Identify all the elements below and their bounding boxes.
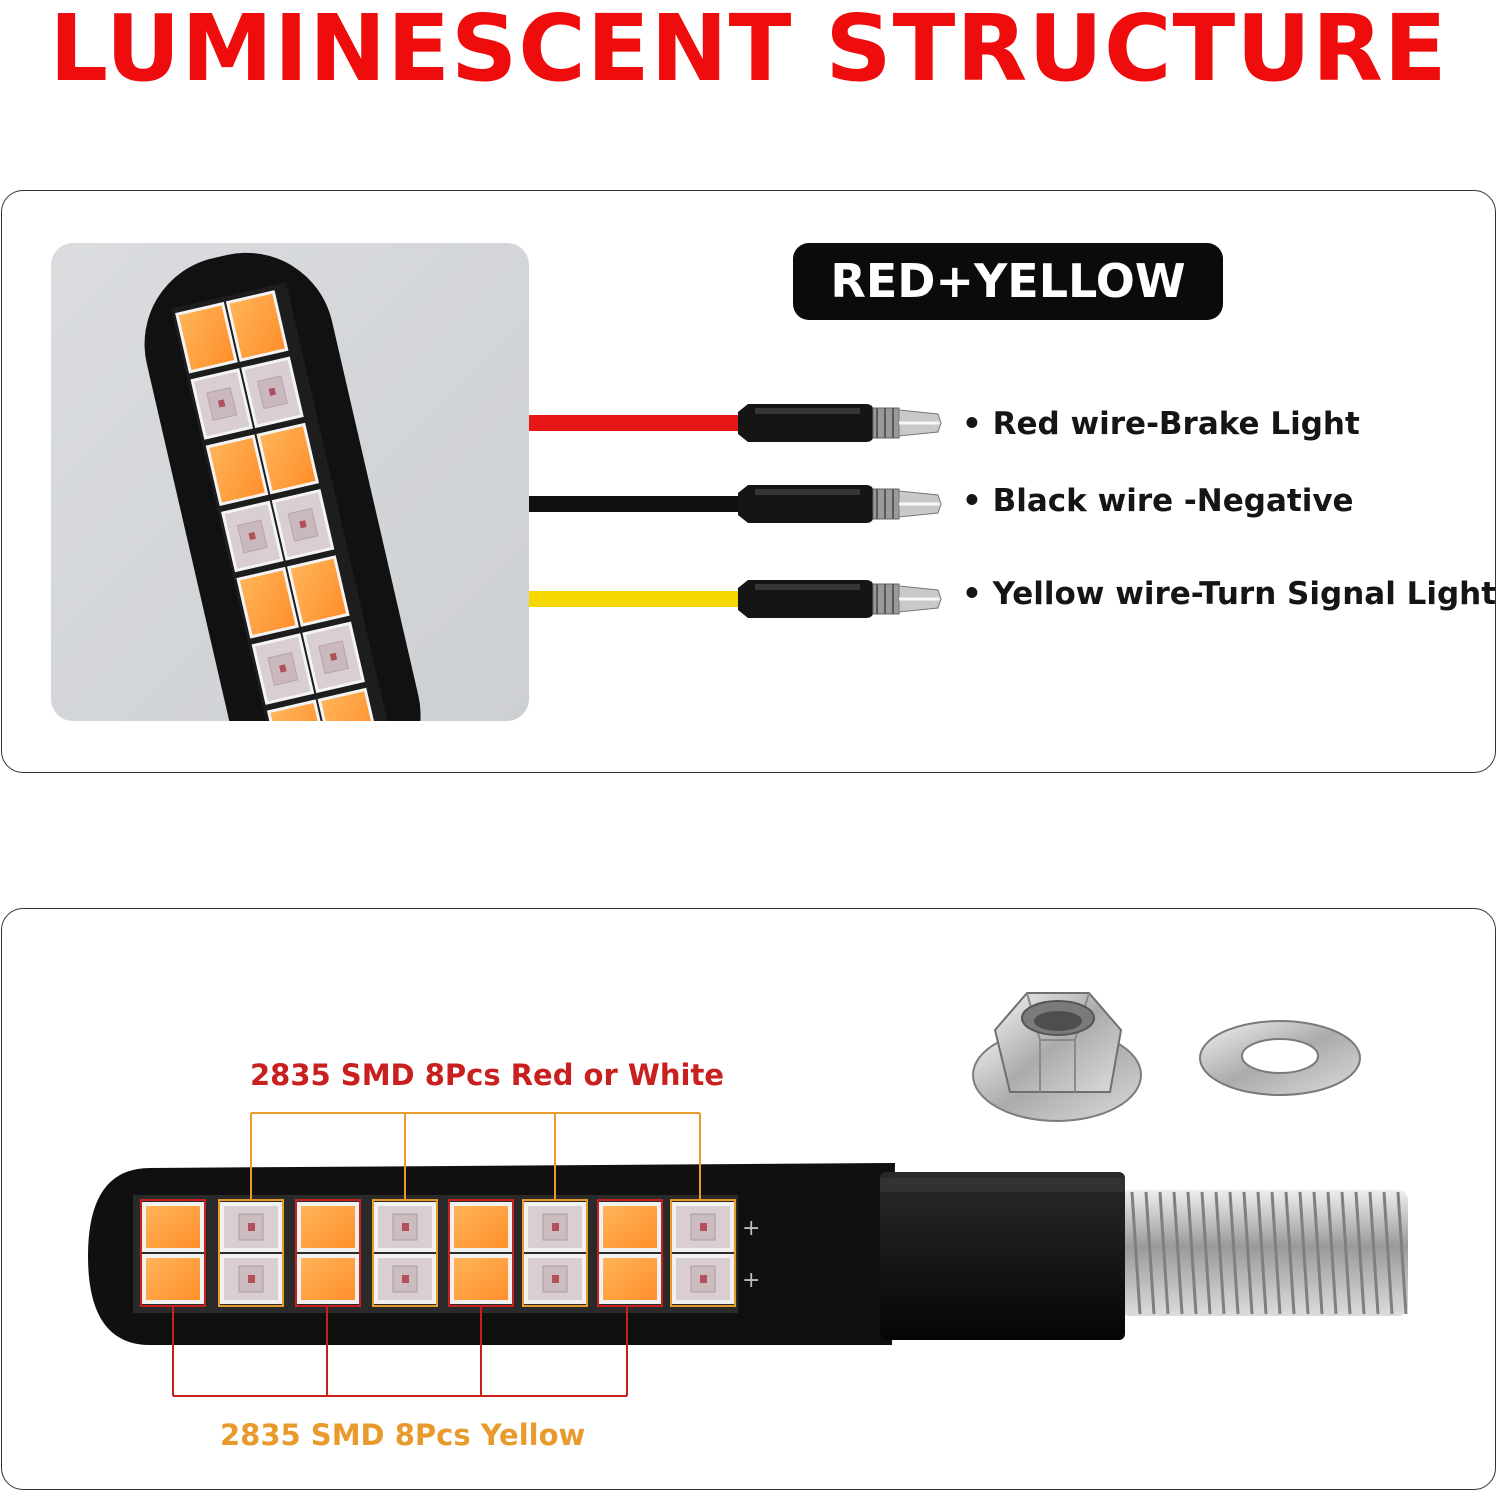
red-wire-label: • Red wire-Brake Light: [962, 406, 1360, 442]
thread-groove: [1256, 1191, 1268, 1315]
sleeve-highlight: [755, 584, 860, 590]
yellow-smd-box: [597, 1199, 663, 1307]
yellow-wire-label: • Yellow wire-Turn Signal Light: [962, 576, 1497, 612]
white-led-chip: [402, 1223, 409, 1231]
amber-led: [301, 1258, 355, 1300]
strip-amber-led: [259, 426, 316, 491]
white-led-chip: [248, 1275, 255, 1283]
strip-led-chip: [217, 399, 226, 408]
wire-1: [529, 496, 744, 512]
white-led-die: [392, 1213, 418, 1241]
thread-groove: [1340, 1191, 1352, 1315]
washer: [1199, 1020, 1361, 1096]
thread-groove: [1144, 1191, 1156, 1315]
thread-groove: [1312, 1191, 1324, 1315]
black-wire-label: • Black wire -Negative: [962, 483, 1354, 519]
thread-groove: [1396, 1191, 1408, 1315]
amber-led: [146, 1206, 200, 1248]
thread-groove: [1158, 1191, 1170, 1315]
white-led-die: [690, 1265, 716, 1293]
thread-groove: [1382, 1191, 1394, 1315]
white-led-chip: [248, 1223, 255, 1231]
flange-nut: [972, 992, 1142, 1122]
thread-groove: [1242, 1191, 1254, 1315]
white-led-chip: [402, 1275, 409, 1283]
strip-amber-led: [321, 691, 377, 721]
color-badge: RED+YELLOW: [793, 243, 1223, 320]
white-led-chip: [552, 1223, 559, 1231]
amber-led: [603, 1206, 657, 1248]
wire-2: [529, 591, 744, 607]
thread-groove: [1270, 1191, 1282, 1315]
polarity-plus-bottom: +: [742, 1268, 760, 1293]
threaded-bolt: [1120, 1190, 1408, 1316]
thread-groove: [1354, 1191, 1366, 1315]
polarity-plus-top: +: [742, 1216, 760, 1241]
sleeve-highlight: [755, 489, 860, 495]
thread-groove: [1298, 1191, 1310, 1315]
strip-amber-led: [239, 570, 296, 635]
strip-amber-led: [290, 558, 347, 624]
strip-led-chip: [279, 664, 287, 673]
white-led-chip: [552, 1275, 559, 1283]
strip-amber-led: [270, 703, 326, 721]
strip-led-chip: [248, 531, 256, 541]
thread-groove: [1326, 1191, 1338, 1315]
yellow-smd-label: 2835 SMD 8Pcs Yellow: [220, 1418, 586, 1452]
amber-led: [603, 1258, 657, 1300]
thread-groove: [1172, 1191, 1184, 1315]
strip-led-chip: [329, 652, 338, 661]
strip-amber-led: [178, 305, 235, 370]
strip-led-chip: [268, 387, 277, 396]
thread-groove: [1228, 1191, 1240, 1315]
thread-groove: [1200, 1191, 1212, 1315]
red-white-smd-box: [670, 1199, 736, 1307]
thread-groove: [1368, 1191, 1380, 1315]
sleeve-highlight: [755, 408, 860, 414]
page-title: LUMINESCENT STRUCTURE: [49, 0, 1448, 102]
thread-groove: [1284, 1191, 1296, 1315]
amber-led: [301, 1206, 355, 1248]
strip-amber-led: [209, 437, 265, 503]
white-led-chip: [700, 1275, 707, 1283]
amber-led: [146, 1258, 200, 1300]
strip-amber-led: [229, 293, 285, 359]
wire-0: [529, 415, 744, 431]
white-led-chip: [700, 1223, 707, 1231]
amber-led: [454, 1206, 508, 1248]
white-led-die: [542, 1213, 568, 1241]
thread-groove: [1214, 1191, 1226, 1315]
thread-groove: [1130, 1191, 1142, 1315]
red-white-smd-label: 2835 SMD 8Pcs Red or White: [250, 1058, 724, 1092]
thread-groove: [1186, 1191, 1198, 1315]
amber-led: [454, 1258, 508, 1300]
strip-led-chip: [299, 520, 307, 529]
